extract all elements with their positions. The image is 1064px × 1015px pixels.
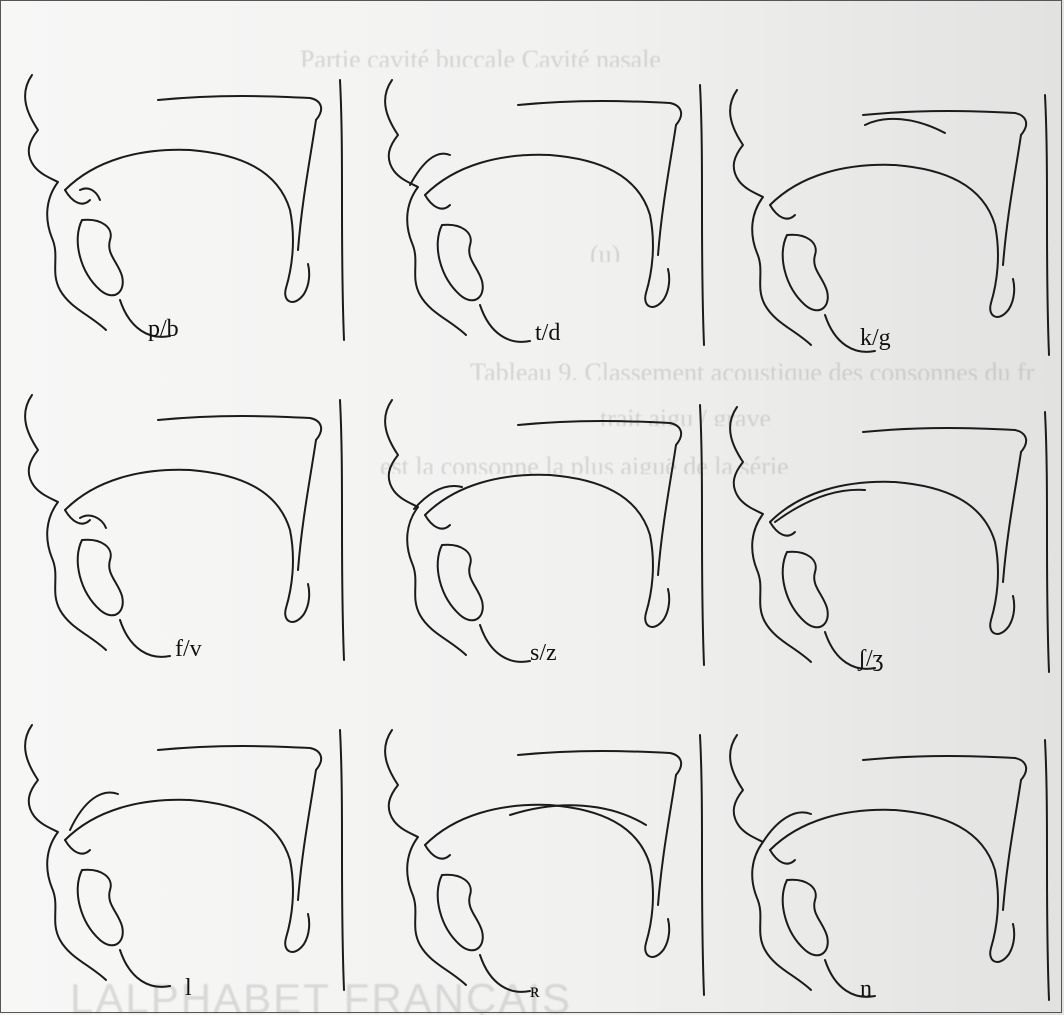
- lowerlip-contour: [783, 235, 828, 311]
- articulator-contour: [80, 516, 106, 528]
- pharynx-contour: [700, 735, 704, 995]
- pharynx-contour: [340, 80, 344, 340]
- jaw-contour: [120, 950, 170, 987]
- lowerlip-contour: [438, 225, 483, 301]
- pharynx-contour: [340, 730, 344, 990]
- velum-contour: [1003, 452, 1021, 582]
- tongue-contour: [425, 155, 669, 307]
- profile-f-v: [25, 395, 344, 660]
- lips-contour: [65, 510, 90, 524]
- label-k-g: k/g: [860, 325, 891, 352]
- lips-contour: [770, 205, 795, 219]
- lowerlip-contour: [78, 540, 123, 616]
- velum-contour: [298, 440, 316, 570]
- jaw-contour: [120, 620, 170, 657]
- velum-contour: [298, 770, 316, 900]
- lips-contour: [65, 840, 90, 854]
- velum-contour: [1003, 780, 1021, 910]
- lowerlip-contour: [78, 220, 123, 296]
- label-sh-zh: ʃ/ʒ: [858, 646, 883, 673]
- lips-contour: [770, 522, 795, 536]
- tongue-contour: [65, 150, 309, 302]
- pharynx-contour: [340, 400, 344, 660]
- label-f-v: f/v: [175, 636, 202, 663]
- palate-contour: [158, 746, 321, 770]
- face-contour: [730, 735, 811, 990]
- jaw-contour: [480, 955, 530, 992]
- palate-contour: [863, 756, 1026, 780]
- articulator-contour: [80, 188, 100, 200]
- palate-contour: [158, 416, 321, 440]
- lips-contour: [65, 190, 90, 204]
- tongue-contour: [770, 810, 1014, 962]
- face-contour: [385, 80, 466, 335]
- face-contour: [385, 730, 466, 985]
- profile-s-z: [385, 400, 704, 665]
- lowerlip-contour: [438, 545, 483, 621]
- lips-contour: [770, 850, 795, 864]
- jaw-contour: [480, 625, 530, 662]
- lowerlip-contour: [783, 552, 828, 628]
- profile-k-g: [730, 90, 1049, 355]
- profile-sh-zh: [730, 407, 1049, 672]
- articulator-contour: [865, 119, 945, 133]
- articulator-contour: [414, 486, 462, 509]
- profile-p-b: [25, 75, 344, 340]
- lips-contour: [425, 195, 450, 209]
- lowerlip-contour: [438, 875, 483, 951]
- tongue-contour: [65, 800, 309, 952]
- palate-contour: [518, 101, 681, 125]
- profile-n: [730, 735, 1049, 1000]
- label-p-b: p/b: [148, 316, 179, 343]
- label-l: l: [185, 975, 192, 1002]
- face-contour: [730, 90, 811, 345]
- label-n: n: [860, 976, 872, 1003]
- palate-contour: [518, 421, 681, 445]
- palate-contour: [158, 96, 321, 120]
- tongue-contour: [770, 482, 1014, 634]
- label-s-z: s/z: [530, 640, 557, 667]
- profile-l: [25, 725, 344, 990]
- pharynx-contour: [1045, 95, 1049, 355]
- face-contour: [25, 75, 106, 330]
- velum-contour: [658, 775, 676, 905]
- face-contour: [730, 407, 811, 662]
- pharynx-contour: [1045, 740, 1049, 1000]
- velum-contour: [658, 125, 676, 255]
- lips-contour: [425, 845, 450, 859]
- face-contour: [385, 400, 466, 655]
- pharynx-contour: [700, 85, 704, 345]
- palate-contour: [863, 428, 1026, 452]
- pharynx-contour: [1045, 412, 1049, 672]
- tongue-contour: [425, 475, 669, 627]
- lowerlip-contour: [783, 880, 828, 956]
- lips-contour: [425, 515, 450, 529]
- profile-t-d: [385, 80, 704, 345]
- palate-contour: [518, 751, 681, 775]
- label-t-d: t/d: [535, 320, 560, 347]
- velum-contour: [1003, 135, 1021, 265]
- velum-contour: [658, 445, 676, 575]
- label-r: ʀ: [530, 980, 540, 1003]
- tongue-contour: [770, 165, 1014, 317]
- pharynx-contour: [700, 405, 704, 665]
- jaw-contour: [480, 305, 530, 342]
- face-contour: [25, 395, 106, 650]
- velum-contour: [298, 120, 316, 250]
- palate-contour: [863, 111, 1026, 135]
- face-contour: [25, 725, 106, 980]
- tongue-contour: [425, 805, 669, 957]
- tongue-contour: [65, 470, 309, 622]
- lowerlip-contour: [78, 870, 123, 946]
- profile-r: [385, 730, 704, 995]
